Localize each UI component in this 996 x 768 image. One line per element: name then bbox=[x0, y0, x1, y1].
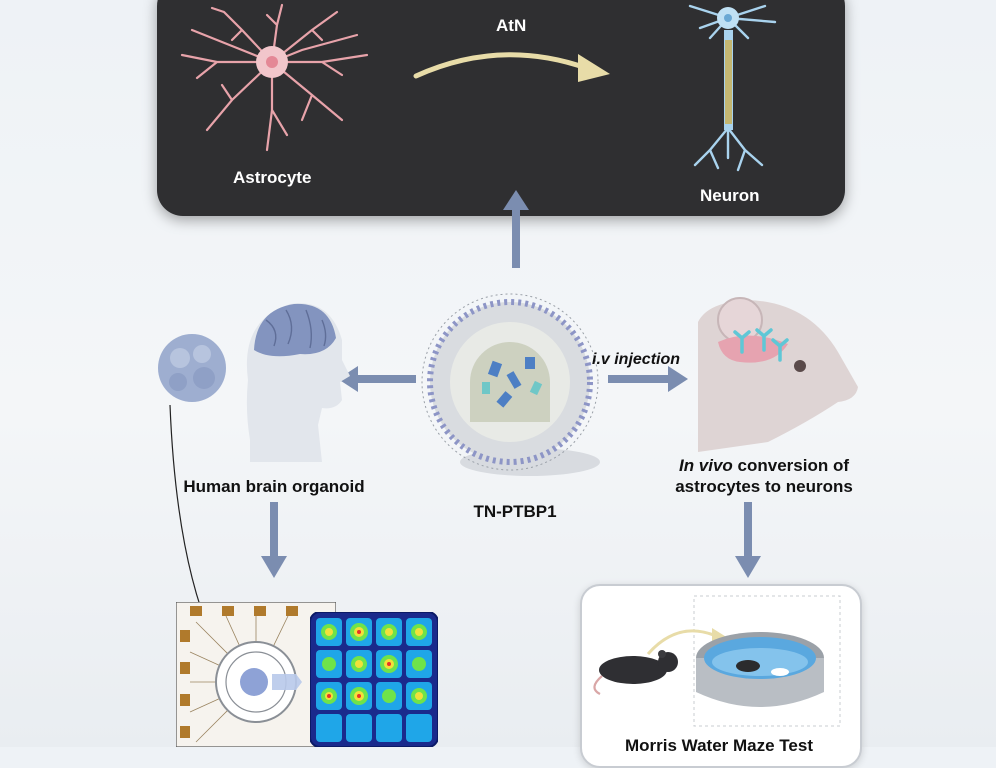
left-arrow bbox=[338, 366, 416, 392]
human-head-illustration bbox=[246, 303, 350, 462]
neuron-label: Neuron bbox=[700, 186, 760, 205]
neuron-illustration bbox=[688, 4, 777, 172]
down-arrow-left bbox=[261, 502, 287, 578]
astrocyte-illustration bbox=[180, 3, 369, 152]
organoid-label: Human brain organoid bbox=[183, 477, 365, 496]
right-arrow bbox=[608, 366, 688, 392]
organoid-illustration bbox=[158, 334, 226, 402]
nanoparticle-illustration bbox=[421, 293, 600, 476]
atn-label: AtN bbox=[496, 16, 527, 35]
water-maze-label: Morris Water Maze Test bbox=[625, 736, 813, 755]
injection-label: i.v injection bbox=[592, 351, 681, 368]
atn-arrow bbox=[413, 52, 610, 82]
activity-heatmap-grid bbox=[310, 612, 438, 747]
mouse-head-illustration bbox=[698, 297, 858, 452]
nanoparticle-label: TN-PTBP1 bbox=[473, 502, 557, 521]
up-arrow bbox=[503, 190, 529, 268]
astrocyte-label: Astrocyte bbox=[233, 168, 312, 187]
down-arrow-right bbox=[735, 502, 761, 578]
water-maze-illustration bbox=[593, 595, 841, 727]
